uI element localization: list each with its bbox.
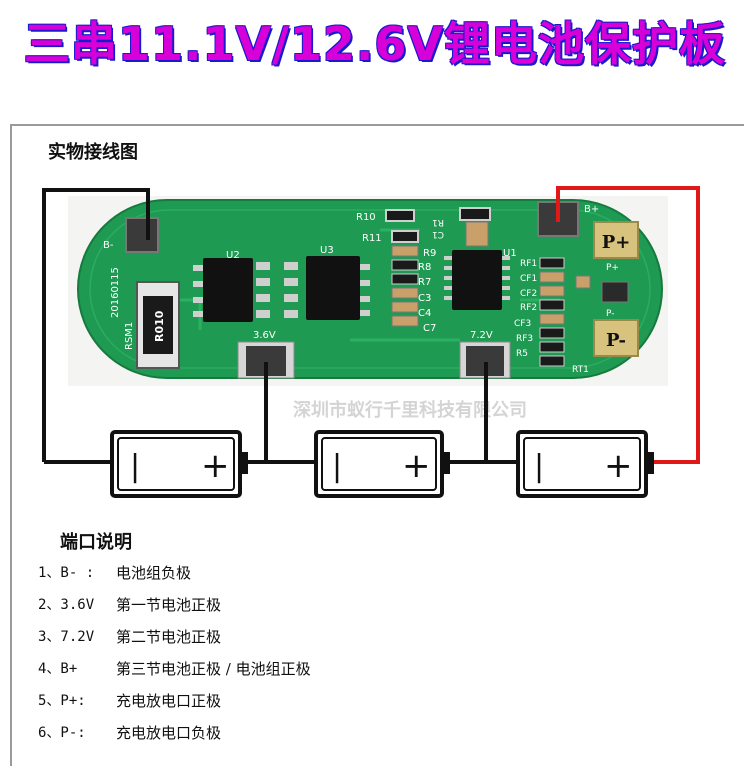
r1-resistor (459, 207, 491, 221)
p-plus-pad-label: P+ (602, 232, 631, 253)
u2-chip (193, 258, 253, 322)
filter-column (539, 257, 565, 367)
p-plus-pad (593, 221, 639, 259)
passive-column (391, 245, 419, 327)
battery-1: | + (110, 430, 248, 498)
pcb-board (77, 199, 663, 379)
rf1-label: RF1 (520, 259, 537, 269)
r7-label: R7 (418, 277, 431, 288)
r10-label: R10 (356, 212, 376, 223)
b-minus-label: B- (103, 240, 114, 251)
port-number: 2、3.6V (38, 597, 95, 613)
r11-resistor (391, 230, 419, 243)
resistor-marking: R010 (153, 310, 166, 342)
rf3-label: RF3 (516, 334, 533, 344)
pin-pads (256, 262, 298, 318)
port-number: 3、7.2V (38, 629, 95, 645)
small-transistor (601, 281, 629, 303)
port-number: 4、B+ (38, 661, 78, 677)
port-description: 第三节电池正极 / 电池组正极 (116, 660, 311, 678)
rsm1-label: RSM1 (124, 322, 135, 350)
u2-label: U2 (226, 250, 240, 261)
port-number: 1、B- : (38, 565, 95, 581)
battery-1-minus: | (130, 449, 140, 484)
r9-label: R9 (423, 248, 436, 259)
battery-2: | + (314, 430, 450, 498)
port-description: 充电放电口正极 (116, 692, 222, 710)
p-minus-pad (593, 319, 639, 357)
p-minus-pad-label: P- (606, 330, 626, 351)
c4-label: C4 (418, 308, 431, 319)
tap-72-label: 7.2V (470, 330, 493, 341)
battery-3-plus: + (604, 446, 633, 486)
cf1-label: CF1 (520, 274, 537, 284)
port-number: 5、P+: (38, 693, 86, 709)
cf2-label: CF2 (520, 289, 537, 299)
c3-label: C3 (418, 293, 431, 304)
tap-36-label: 3.6V (253, 330, 276, 341)
port-description-heading: 端口说明 (60, 532, 132, 553)
b-plus-wire (556, 186, 700, 464)
u3-label: U3 (320, 245, 334, 256)
watermark: 深圳市蚁行千里科技有限公司 (293, 399, 527, 421)
port-description: 充电放电口负极 (116, 724, 222, 742)
date-code: 20160115 (110, 267, 121, 318)
wiring-diagram-heading: 实物接线图 (48, 142, 138, 163)
b-plus-label: B+ (584, 204, 599, 215)
port-number: 6、P-: (38, 725, 86, 741)
sense-resistor-body (143, 296, 173, 354)
rf2-label: RF2 (520, 303, 537, 313)
battery-3-minus: | (534, 449, 544, 484)
wiring-diagram: B- 20160115 RSM1 R010 U2 U3 R10 R11 R9 R (42, 186, 700, 498)
r1-label: R1 (432, 217, 444, 227)
p-plus-silk-label: P+ (606, 263, 619, 273)
port-description: 电池组负极 (116, 564, 192, 582)
content-frame (10, 124, 744, 766)
u1-label: U1 (503, 248, 517, 259)
port-description: 第二节电池正极 (116, 628, 222, 646)
c1-label: C1 (432, 229, 444, 239)
battery-1-plus: + (201, 446, 230, 486)
r8-label: R8 (418, 262, 431, 273)
r10-resistor (385, 209, 415, 222)
r5-label: R5 (516, 349, 528, 359)
page-title: 三串11.1V/12.6V锂电池保护板 (24, 17, 726, 71)
battery-2-minus: | (332, 449, 342, 484)
small-cap (575, 275, 591, 289)
port-description: 第一节电池正极 (116, 596, 222, 614)
r11-label: R11 (362, 233, 382, 244)
b-minus-wire (42, 188, 150, 462)
rt1-label: RT1 (572, 365, 589, 375)
battery-2-plus: + (402, 446, 431, 486)
cf3-label: CF3 (514, 319, 531, 329)
u3-chip (306, 256, 370, 320)
pcb-trace-outline (89, 209, 651, 369)
u1-chip (444, 250, 510, 310)
c1-capacitor (465, 221, 489, 247)
p-minus-silk-label: P- (606, 309, 614, 319)
b-minus-pad (125, 217, 159, 253)
battery-3: | + (516, 430, 654, 498)
c7-label: C7 (423, 323, 436, 334)
